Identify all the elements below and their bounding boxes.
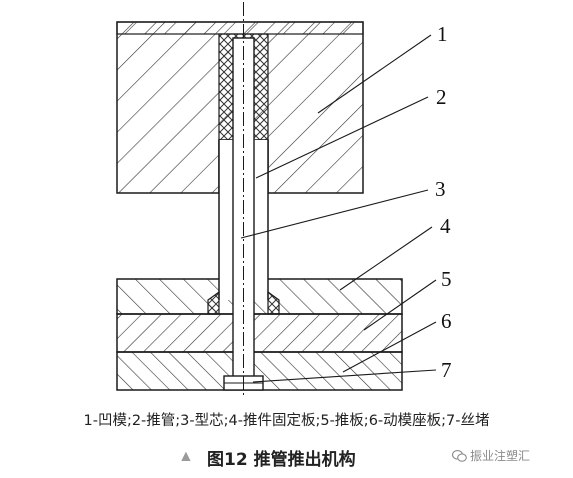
figure-title: 图12 推管推出机构	[207, 450, 356, 470]
callout-3: 3	[435, 177, 446, 201]
callout-1: 1	[437, 22, 448, 46]
leader-lines	[240, 34, 437, 383]
watermark: 振业注塑汇	[452, 447, 530, 464]
watermark-text: 振业注塑汇	[470, 449, 531, 463]
callout-7: 7	[441, 358, 452, 382]
parts-legend: 1-凹模;2-推管;3-型芯;4-推件固定板;5-推板;6-动模座板;7-丝堵	[83, 413, 490, 429]
callout-6: 6	[441, 309, 452, 333]
callout-2: 2	[436, 85, 447, 109]
wechat-icon	[452, 450, 467, 462]
ejector-plate	[116, 313, 403, 353]
callout-5: 5	[441, 267, 452, 291]
triangle-marker-icon: ▲	[178, 448, 194, 465]
figure-caption: ▲ 图12 推管推出机构 振业注塑汇	[0, 444, 573, 472]
mechanism-cross-section: 1 2 3 4 5 6 7	[116, 2, 452, 396]
callout-4: 4	[440, 214, 451, 238]
